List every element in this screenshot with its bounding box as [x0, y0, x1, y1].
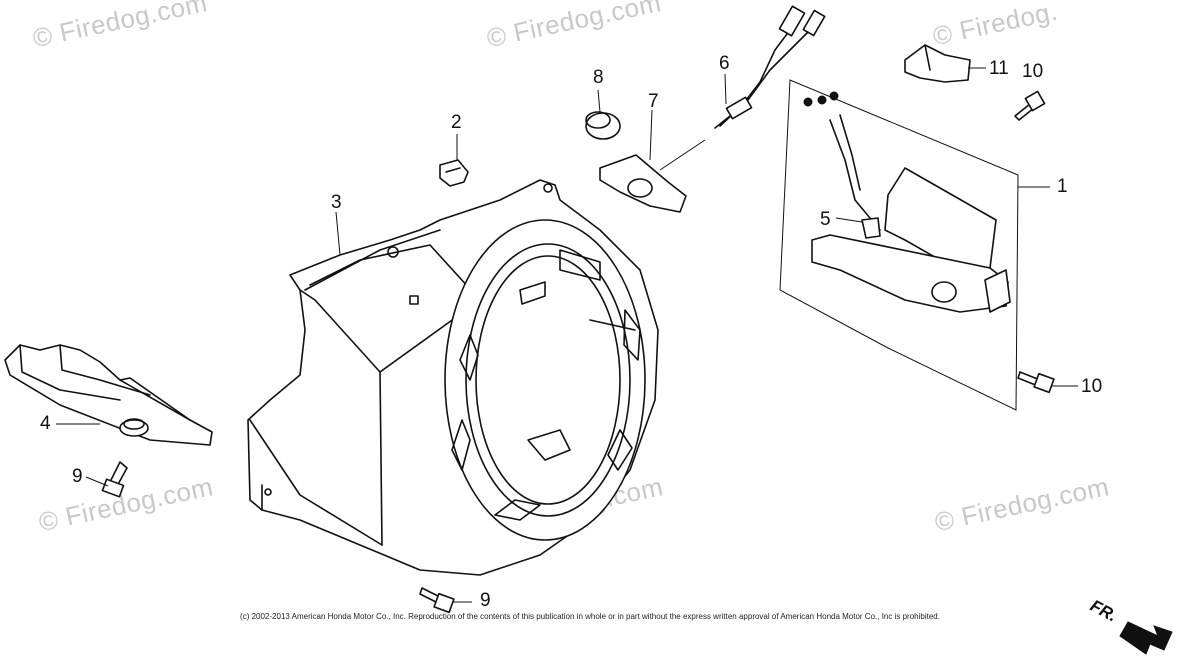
grommet-part: [585, 111, 621, 140]
callout-9: 9: [480, 590, 491, 611]
callout-2: 2: [451, 112, 462, 133]
copyright-notice: (c) 2002-2013 American Honda Motor Co., …: [240, 612, 940, 621]
bolt-part: [1017, 371, 1055, 394]
front-direction-arrow-icon: [1119, 621, 1173, 655]
bolt-part: [419, 587, 455, 614]
callout-1: 1: [1057, 176, 1068, 197]
switch-part: [599, 139, 706, 213]
callout-8: 8: [593, 67, 604, 88]
callout-10: 10: [1022, 61, 1044, 82]
bolt-part: [101, 461, 128, 498]
callout-6: 6: [719, 53, 730, 74]
clip-part: [904, 44, 971, 83]
clamp-part: [439, 159, 469, 187]
callout-10: 10: [1081, 376, 1103, 397]
callout-5: 5: [820, 209, 831, 230]
callout-11: 11: [989, 58, 1009, 79]
callout-7: 7: [648, 91, 659, 112]
fan-cover-part: [247, 179, 659, 576]
callout-9: 9: [72, 466, 83, 487]
bolt-part: [1014, 90, 1046, 121]
control-box-part: [779, 79, 1019, 411]
callout-3: 3: [331, 192, 342, 213]
callout-4: 4: [40, 413, 51, 434]
guard-plate-part: [4, 344, 213, 446]
leader-lines: [56, 67, 1078, 603]
wire-harness-part: [714, 5, 826, 129]
